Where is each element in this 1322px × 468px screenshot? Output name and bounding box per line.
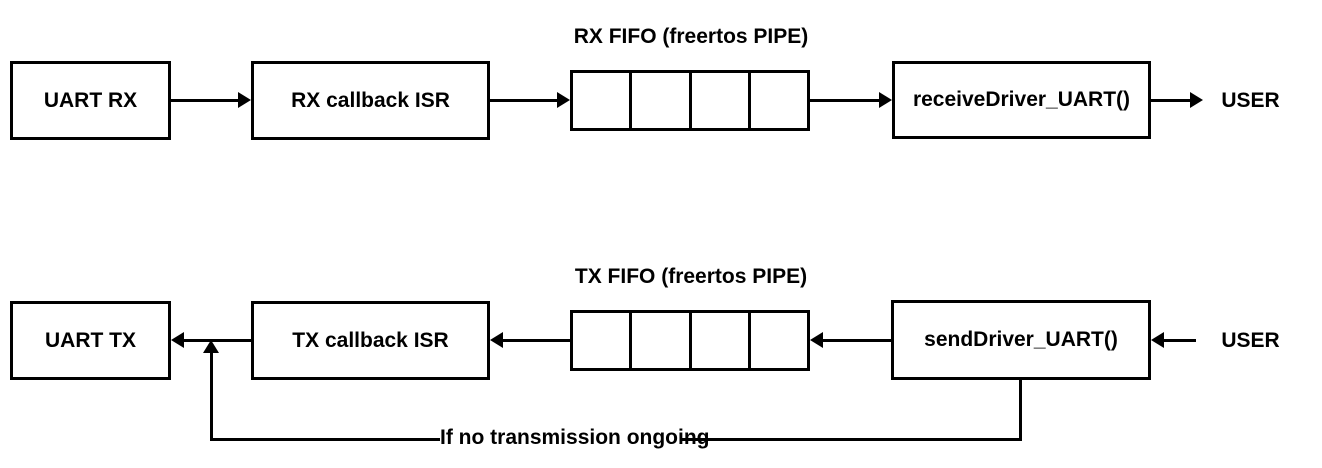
arrow-user-to-send-driver [1151,332,1196,348]
fifo-cell [573,313,633,368]
arrow-rx-callback-to-rx-fifo [490,92,570,108]
arrowhead-right-icon [1190,92,1203,108]
fifo-cell [751,313,807,368]
arrowhead-left-icon [171,332,184,348]
fifo-cell [632,313,692,368]
arrow-shaft [823,338,891,342]
send-driver-uart-box: sendDriver_UART() [891,300,1151,380]
arrow-shaft [1151,98,1190,102]
arrow-shaft [503,338,570,342]
rx-callback-isr-box: RX callback ISR [251,61,490,140]
arrowhead-right-icon [879,92,892,108]
tx-callback-isr-box: TX callback ISR [251,301,490,380]
fifo-cell [573,73,633,128]
fifo-cell [692,313,751,368]
arrow-send-driver-to-tx-fifo [810,332,891,348]
arrow-uart-rx-to-rx-callback [171,92,251,108]
feedback-line-down-segment [1019,380,1022,441]
tx-fifo [570,310,810,371]
fifo-cell [632,73,692,128]
arrowhead-left-icon [810,332,823,348]
feedback-line-up-segment [210,352,213,441]
uart-tx-box: UART TX [10,301,171,380]
arrow-rx-fifo-to-receive-driver [810,92,892,108]
feedback-condition-label: If no transmission ongoing [440,426,710,450]
rx-fifo-title: RX FIFO (freertos PIPE) [573,25,809,48]
arrowhead-right-icon [557,92,570,108]
fifo-cell [692,73,751,128]
receive-driver-uart-box: receiveDriver_UART() [892,61,1151,139]
arrowhead-left-icon [490,332,503,348]
arrowhead-up-icon [203,340,219,353]
arrow-shaft [810,98,879,102]
arrow-shaft [171,98,238,102]
tx-fifo-title: TX FIFO (freertos PIPE) [574,265,808,288]
arrow-shaft [490,98,557,102]
arrowhead-right-icon [238,92,251,108]
arrowhead-left-icon [1151,332,1164,348]
user-label-rx: USER [1221,88,1280,112]
user-label-tx: USER [1221,328,1280,352]
fifo-cell [751,73,807,128]
arrow-tx-fifo-to-tx-callback [490,332,570,348]
rx-fifo [570,70,810,131]
arrow-shaft [1164,338,1196,342]
arrow-receive-driver-to-user [1151,92,1203,108]
uart-rx-box: UART RX [10,61,171,140]
